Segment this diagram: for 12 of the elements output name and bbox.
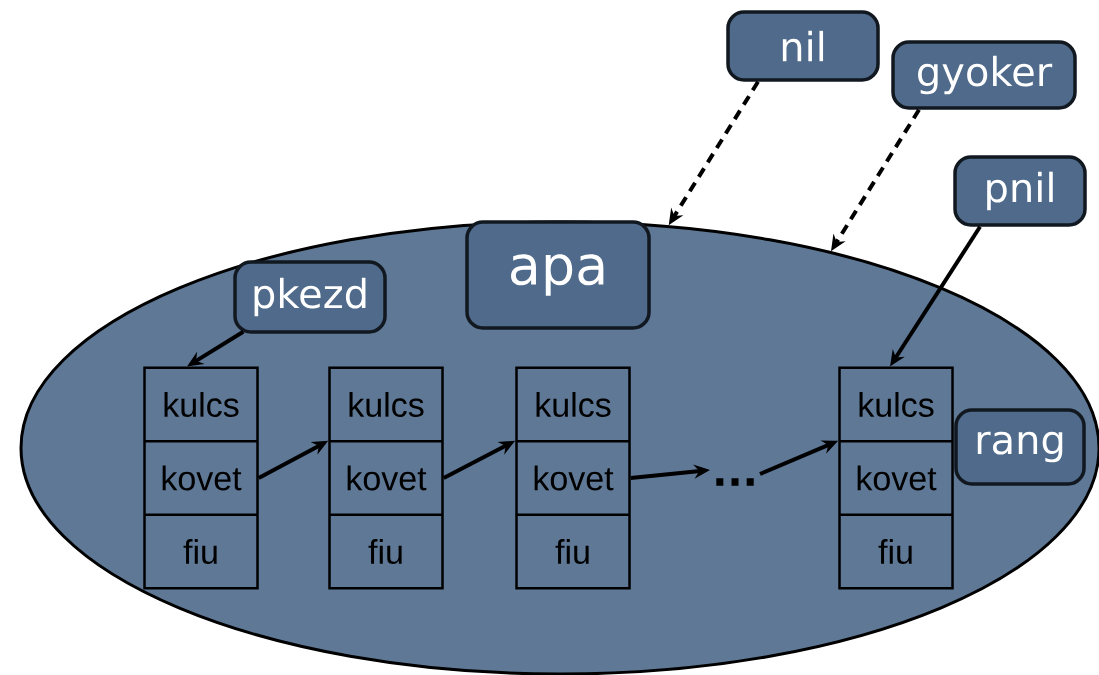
label-box: gyoker: [891, 40, 1077, 110]
label-box: rang: [954, 408, 1086, 486]
ellipsis-text: ...: [716, 478, 754, 486]
record-box: kulcs kovet fiu: [515, 366, 631, 590]
record-box: kulcs kovet fiu: [143, 366, 259, 590]
record-box: kulcs kovet fiu: [328, 366, 444, 590]
label-box: pnil: [953, 155, 1087, 227]
record-box: kulcs kovet fiu: [838, 366, 954, 590]
label-box: apa: [465, 220, 651, 330]
label-box: pkezd: [233, 260, 387, 334]
ellipse: [19, 220, 1099, 675]
label-box: nil: [726, 10, 880, 82]
